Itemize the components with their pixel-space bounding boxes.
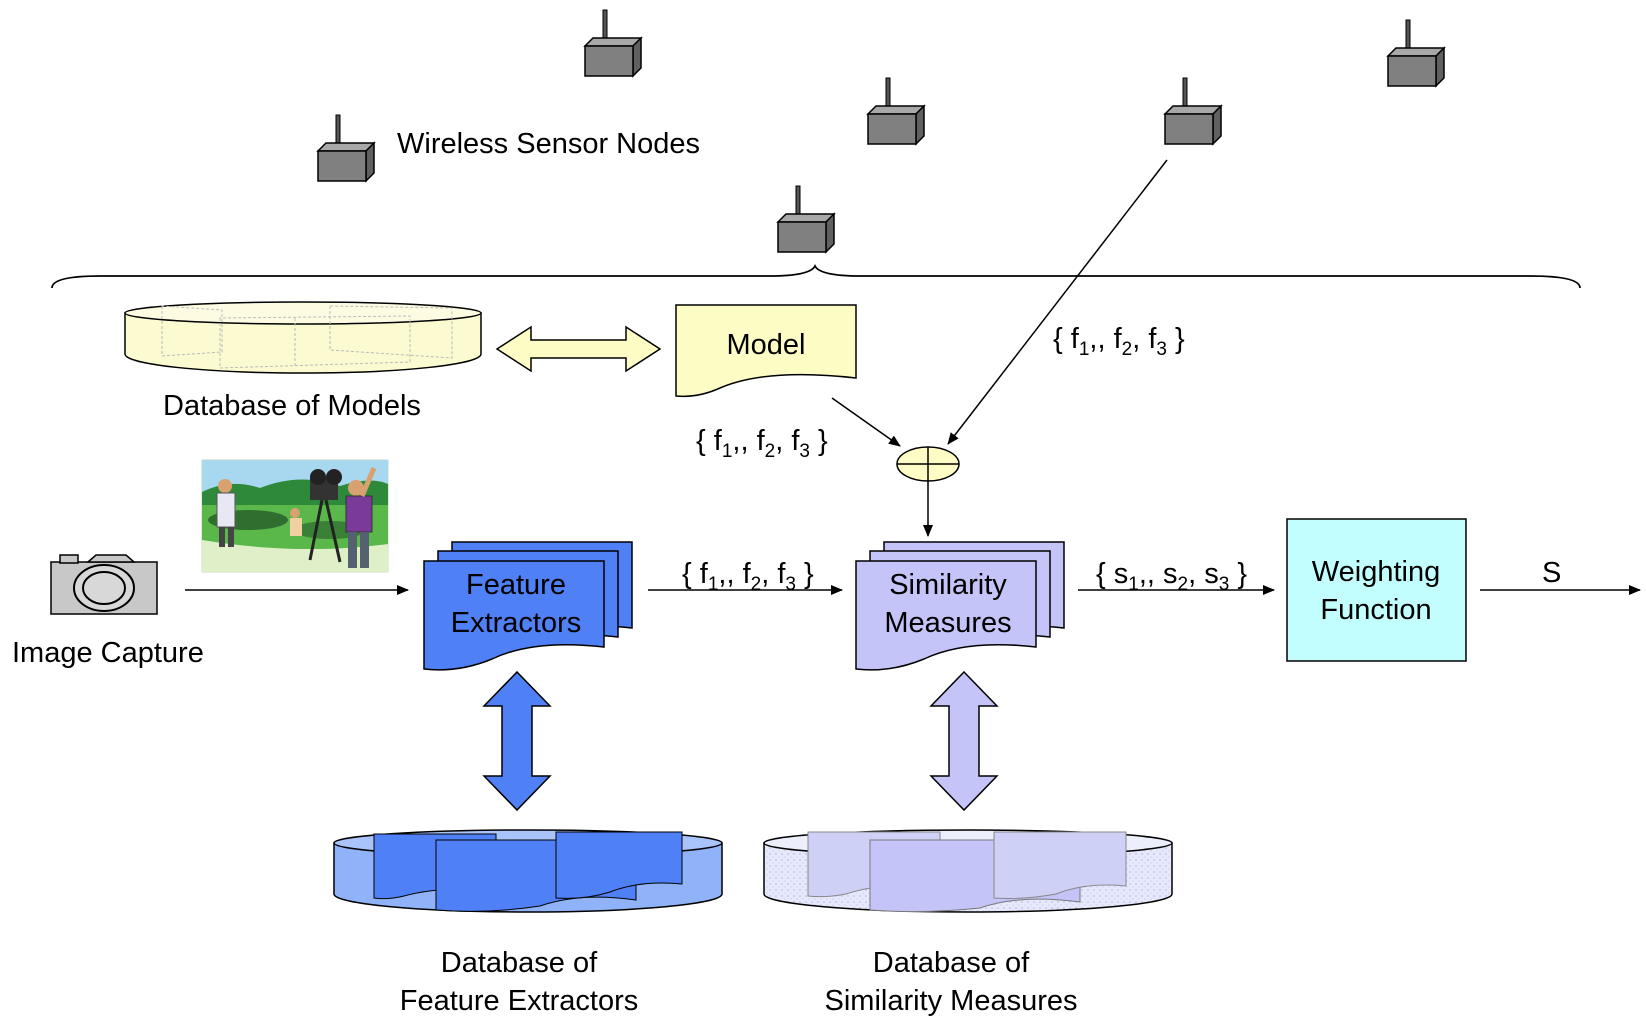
model-feature-set: { f1,, f2, f3 }	[696, 425, 828, 462]
sensor-group-brace	[51, 263, 1581, 289]
camera-icon	[50, 554, 158, 615]
model-label: Model	[727, 329, 806, 361]
similarity-measures-box[interactable]	[855, 541, 1065, 671]
similarity-measures-label-1: Similarity	[889, 569, 1007, 601]
sensor-to-combiner-arrow	[947, 159, 1168, 445]
output-s-label: S	[1542, 557, 1561, 589]
db-feature-label-2: Feature Extractors	[400, 985, 639, 1016]
db-similarity-label-1: Database of	[873, 947, 1030, 979]
similarity-measures-label-2: Measures	[884, 607, 1011, 639]
sum-combiner-icon	[896, 446, 960, 482]
extracted-feature-set: { f1,, f2, f3 }	[682, 558, 814, 595]
weighting-function-box[interactable]	[1286, 518, 1467, 662]
database-of-feature-extractors-icon	[333, 829, 723, 913]
sensor-feature-set: { f1,, f2, f3 }	[1053, 323, 1185, 360]
similarity-db-double-arrow	[929, 670, 999, 812]
feature-extractors-label-1: Feature	[466, 569, 566, 601]
sensor-node-icon	[317, 114, 375, 182]
film-scene-clipart	[201, 459, 389, 573]
database-of-models-icon	[124, 301, 482, 374]
image-capture-label: Image Capture	[12, 637, 204, 669]
model-box[interactable]	[675, 304, 857, 398]
database-of-similarity-measures-icon	[763, 829, 1173, 913]
wireless-sensor-nodes-label: Wireless Sensor Nodes	[397, 128, 700, 160]
feature-db-double-arrow	[482, 670, 552, 812]
models-double-arrow	[495, 325, 662, 373]
model-to-combiner-arrow	[831, 397, 901, 447]
feature-extractors-label-2: Extractors	[451, 607, 582, 639]
sensor-node-icon	[777, 185, 835, 253]
db-similarity-label-2: Similarity Measures	[825, 985, 1078, 1016]
weighting-function-label-1: Weighting	[1312, 556, 1440, 588]
sensor-node-icon	[1387, 19, 1445, 87]
similarity-score-set: { s1,, s2, s3 }	[1096, 558, 1247, 595]
db-feature-label-1: Database of	[441, 947, 598, 979]
feature-extractors-box[interactable]	[423, 541, 633, 671]
sensor-node-icon	[1164, 77, 1222, 145]
database-of-models-label: Database of Models	[163, 390, 421, 422]
sensor-node-icon	[584, 9, 642, 77]
weighting-function-label-2: Function	[1320, 594, 1431, 626]
sensor-node-icon	[867, 77, 925, 145]
